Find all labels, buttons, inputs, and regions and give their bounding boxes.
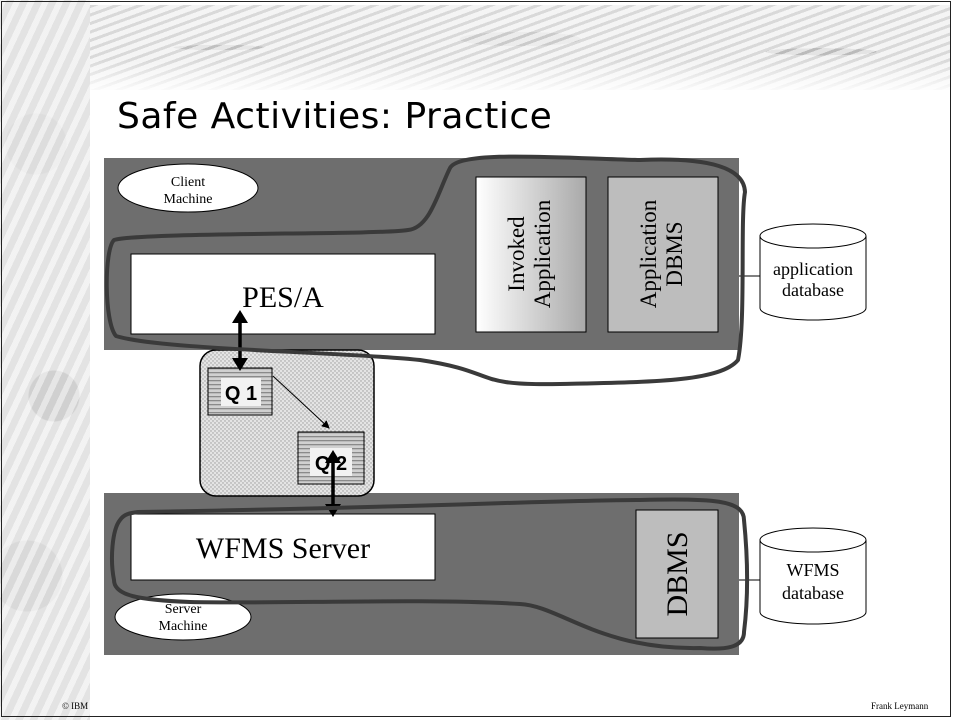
invoked-application-label-line1: Invoked: [504, 216, 529, 292]
q1-to-q2-arrow: [272, 375, 330, 429]
decorative-texture-strip: [0, 0, 90, 720]
application-dbms-label-line1: Application: [636, 199, 661, 308]
client-transaction-scope-outline: [104, 154, 747, 387]
client-machine-label-line1: Client: [171, 175, 205, 190]
q2-label: Q 2: [315, 453, 347, 475]
application-database-label-line2: database: [782, 280, 844, 300]
application-database-label-line1: application: [773, 259, 853, 279]
client-machine-label-line2: Machine: [164, 192, 213, 207]
pes-a-label: PES/A: [242, 281, 324, 314]
server-machine-label-line2: Machine: [159, 619, 208, 634]
application-dbms-label-line2: DBMS: [662, 221, 687, 286]
dbms-box: [635, 509, 719, 639]
server-machine-oval: [114, 593, 252, 641]
invoked-application-label-line2: Application: [530, 199, 555, 308]
invoked-application-box: [475, 176, 587, 333]
slide-title: Safe Activities: Practice: [117, 96, 553, 137]
dbms-label: DBMS: [661, 531, 694, 616]
q1-label: Q 1: [225, 383, 257, 405]
pes-a-box: [130, 253, 436, 335]
pes-q1-double-arrow: [232, 310, 248, 371]
footer-copyright: © IBM: [62, 701, 89, 711]
application-database-cylinder: [759, 223, 867, 321]
wfms-server-box: [130, 513, 436, 581]
server-transaction-scope-outline: [110, 497, 749, 651]
wfms-database-label-line1: WFMS: [786, 560, 839, 580]
application-dbms-box: [607, 176, 719, 333]
wfms-database-label-line2: database: [782, 583, 844, 603]
q1-label-bg: [221, 378, 261, 406]
banner-fade: [90, 60, 950, 95]
footer-author: Frank Leymann: [871, 701, 929, 711]
wfms-server-label: WFMS Server: [196, 532, 370, 565]
client-machine-oval: [117, 163, 259, 213]
wfms-database-cylinder: [759, 527, 867, 625]
server-machine-label-line1: Server: [165, 602, 202, 617]
